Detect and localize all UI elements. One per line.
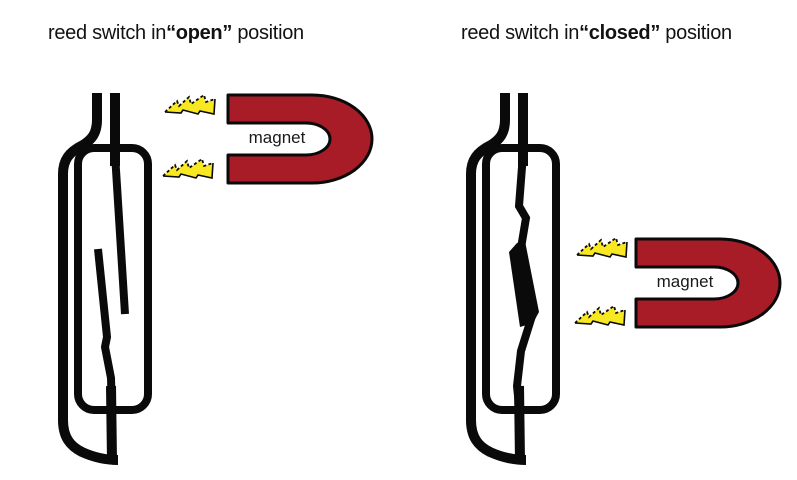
reed-switch-open-diagram [58, 93, 152, 465]
bent-lead-wire [466, 93, 527, 465]
bottom-lead-wire [514, 385, 525, 463]
bottom-lead-wire [106, 385, 117, 463]
bolt-dashed-edge [162, 158, 214, 177]
bolt-shape [575, 306, 625, 325]
bolt-shape [163, 159, 213, 178]
title-emphasis: “closed” [579, 22, 661, 44]
glass-capsule [74, 144, 152, 414]
diagram-title-closed: reed switch in“closed” position [461, 22, 732, 45]
bolt-outline [576, 241, 628, 258]
upper-reed-contact [514, 153, 531, 255]
magnet-label: magnet [248, 128, 306, 147]
bolt-dashed-edge [576, 237, 628, 256]
diagram-title-open: reed switch in“open” position [48, 22, 304, 45]
bolt-outline [164, 98, 216, 115]
closed-contact-blob [509, 241, 539, 327]
magnet-body [634, 237, 782, 329]
horseshoe-magnet-icon [634, 237, 782, 329]
title-suffix: position [660, 22, 732, 44]
bolt-dashed-edge [574, 305, 626, 324]
magnetic-field-bolt-icon [162, 158, 214, 179]
horseshoe-magnet-icon [226, 93, 374, 185]
magnetic-field-bolt-icon [576, 237, 628, 258]
bolt-outline [574, 309, 626, 326]
bent-lead-wire [58, 93, 119, 465]
upper-reed-contact [111, 153, 129, 315]
bolt-outline [162, 162, 214, 179]
horseshoe-magnet: magnet [226, 92, 376, 186]
bolt-dashed-edge [164, 94, 216, 113]
bolt-shape [165, 95, 215, 114]
title-prefix: reed switch in [48, 22, 167, 44]
magnet-label: magnet [656, 272, 714, 291]
magnetic-field-bolt-icon [164, 94, 216, 115]
title-emphasis: “open” [166, 22, 233, 44]
title-prefix: reed switch in [461, 22, 580, 44]
magnet-body [226, 93, 374, 185]
reed-switch-closed-diagram [466, 93, 560, 465]
horseshoe-magnet: magnet [634, 236, 784, 330]
magnetic-field-bolt-icon [574, 305, 626, 326]
bolt-shape [577, 238, 627, 257]
glass-capsule [482, 144, 560, 414]
title-suffix: position [232, 22, 304, 44]
